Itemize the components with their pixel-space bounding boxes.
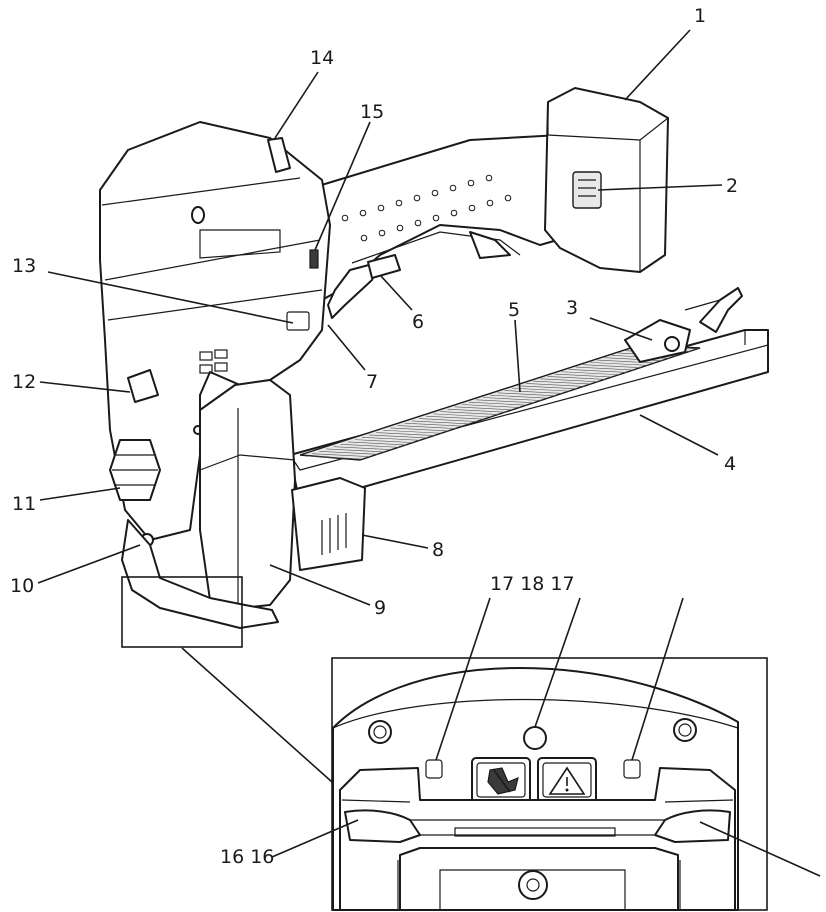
foot [121, 519, 279, 629]
magnify-region-box [121, 576, 243, 648]
staple-rib [369, 434, 428, 439]
staple-rib [333, 446, 392, 450]
callout-12: 12 [12, 371, 36, 393]
magazine-rail [289, 329, 769, 506]
callout-leaders [37, 29, 723, 783]
detail-inset: 17 18 17 16 16 [220, 573, 821, 911]
grip-dot [395, 199, 403, 207]
grip-dot [359, 209, 367, 217]
grip-dot [486, 199, 494, 207]
staple-rib [411, 420, 470, 425]
staple-rib [590, 362, 649, 366]
staple-rib [547, 376, 606, 380]
grip-dot [431, 189, 439, 197]
staple-rib [597, 359, 656, 364]
staple-rib [476, 399, 535, 404]
callout-7: 7 [366, 371, 378, 393]
tool-illustration [99, 87, 769, 629]
staple-rib [575, 366, 634, 371]
staple-rib [582, 364, 641, 369]
staple-rib [568, 369, 627, 373]
detail-label-17-18-17: 17 18 17 [490, 573, 575, 595]
battery [544, 87, 669, 273]
callout-labels: 1 2 3 4 5 6 7 8 9 10 11 12 13 14 15 [10, 5, 738, 619]
staple-rib [504, 390, 563, 394]
hand-injury-warning-icon [471, 757, 531, 803]
staple-rib [383, 429, 442, 434]
grip-dot [360, 234, 368, 242]
staple-rib [362, 436, 421, 441]
staple-rib [511, 387, 570, 392]
grip-dot [341, 214, 349, 222]
grip-dot [378, 229, 386, 237]
callout-3: 3 [566, 297, 578, 319]
callout-8: 8 [432, 539, 444, 561]
staple-rib [376, 432, 435, 436]
grip-dot [377, 204, 385, 212]
staple-rib [304, 455, 364, 460]
grip-dot [485, 174, 493, 182]
callout-6: 6 [412, 311, 424, 333]
staple-rib [454, 406, 513, 411]
grip-dot [468, 204, 476, 212]
callout-10: 10 [10, 575, 34, 597]
callout-4: 4 [724, 453, 736, 475]
detail-label-16-16: 16 16 [220, 846, 274, 868]
staple-rib [490, 394, 549, 399]
staple-rib [433, 413, 492, 418]
staple-rib [347, 441, 406, 446]
staple-rib [397, 425, 456, 429]
staple-rib [468, 401, 527, 406]
callout-5: 5 [508, 299, 520, 321]
staple-rib [404, 422, 463, 427]
staple-rib [447, 408, 506, 413]
staple-rib [312, 453, 371, 457]
staple-rib [340, 443, 399, 448]
staple-rib [554, 373, 613, 378]
callout-14: 14 [310, 47, 334, 69]
sensor-led [523, 726, 547, 750]
staple-rib [319, 451, 378, 455]
grip-dot [450, 209, 458, 217]
caution-triangle-icon [537, 757, 597, 803]
nose-piece [109, 379, 366, 609]
staple-rib [540, 378, 599, 383]
grip-dot [504, 194, 512, 202]
staple-rib [483, 397, 542, 401]
callout-15: 15 [360, 101, 384, 123]
trigger [327, 254, 401, 319]
grip-dot [396, 224, 404, 232]
screw-right [673, 718, 697, 742]
staple-rib [419, 418, 478, 422]
staple-rib [440, 411, 499, 415]
grip-dot [414, 219, 422, 227]
staple-rib [561, 371, 620, 376]
staple-rib [390, 427, 449, 432]
staple-rib [326, 448, 385, 453]
callout-9: 9 [374, 597, 386, 619]
staple-rib [497, 392, 556, 397]
staple-rib [533, 380, 592, 385]
grip-dot [467, 179, 475, 187]
callout-11: 11 [12, 493, 36, 515]
pusher-latch [624, 287, 743, 363]
staple-rib [354, 439, 413, 443]
screw-left [368, 720, 392, 744]
grip-dot [413, 194, 421, 202]
grip-dot [449, 184, 457, 192]
callout-1: 1 [694, 5, 706, 27]
bottom-screw [518, 870, 548, 900]
indicator-left [425, 759, 443, 779]
callout-2: 2 [726, 175, 738, 197]
staple-rib [426, 415, 485, 420]
staple-strip [299, 344, 701, 461]
motor-housing [99, 121, 331, 541]
staple-rib [461, 404, 520, 408]
staple-rib [525, 383, 584, 387]
staple-rib [518, 385, 577, 390]
grip-dot [432, 214, 440, 222]
callout-13: 13 [12, 255, 36, 277]
